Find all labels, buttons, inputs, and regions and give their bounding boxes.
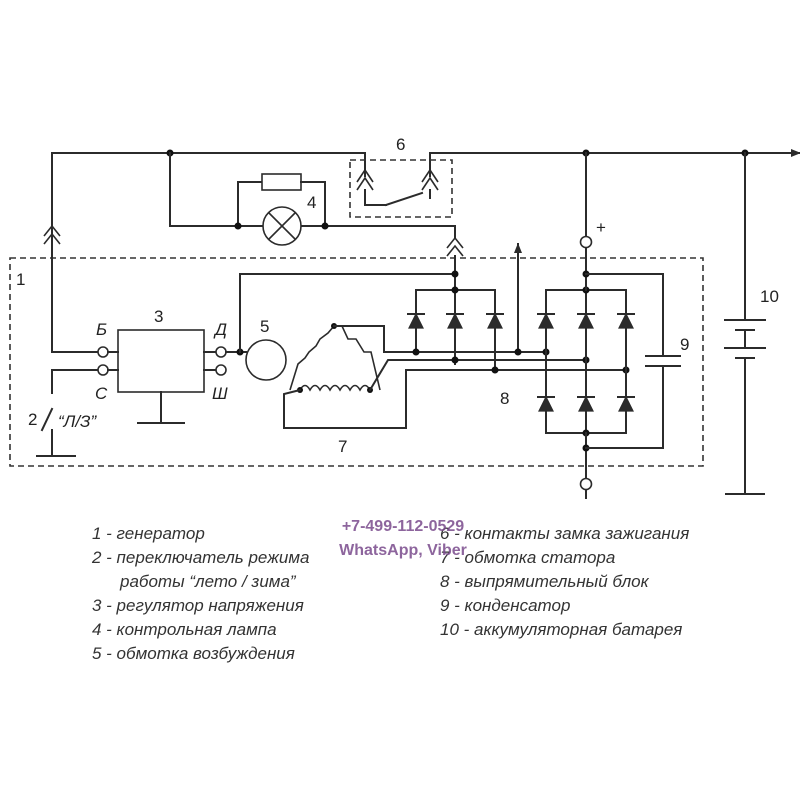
diagram-labels: 1 2 3 4 5 6 7 8 9 10 Б С Д Ш “Л/З” + xyxy=(16,135,779,456)
legend-left: 1 - генератор 2 - переключатель режима р… xyxy=(92,522,309,666)
control-lamp-circuit xyxy=(169,152,464,257)
legend-item: 1 - генератор xyxy=(92,524,205,543)
ignition-switch-contacts xyxy=(349,159,453,218)
legend-item: 8 - выпрямительный блок xyxy=(440,572,649,591)
label-9: 9 xyxy=(680,335,689,354)
terminal-c-label: С xyxy=(95,384,108,403)
legend-item: 4 - контрольная лампа xyxy=(92,620,277,639)
legend-item: 6 - контакты замка зажигания xyxy=(440,524,690,543)
rectifier-block xyxy=(407,152,635,499)
label-4: 4 xyxy=(307,193,316,212)
top-bus xyxy=(51,149,800,245)
legend-item: 3 - регулятор напряжения xyxy=(92,596,304,615)
label-8: 8 xyxy=(500,389,509,408)
terminal-sh-label: Ш xyxy=(212,384,228,403)
label-6: 6 xyxy=(396,135,405,154)
left-connector xyxy=(43,224,61,245)
watermark: +7-499-112-0529 WhatsApp, Viber xyxy=(318,518,488,560)
label-10: 10 xyxy=(760,287,779,306)
battery xyxy=(724,152,766,495)
excitation-winding xyxy=(236,273,456,381)
legend-item: 10 - аккумуляторная батарея xyxy=(440,620,683,639)
label-2: 2 xyxy=(28,410,37,429)
label-1: 1 xyxy=(16,270,25,289)
watermark-apps: WhatsApp, Viber xyxy=(339,542,467,559)
stator-winding xyxy=(283,323,630,429)
terminal-b-label: Б xyxy=(96,320,107,339)
label-5: 5 xyxy=(260,317,269,336)
mode-switch xyxy=(36,369,76,457)
terminal-d-label: Д xyxy=(213,320,227,339)
plus-sign: + xyxy=(596,218,606,237)
legend-item: 5 - обмотка возбуждения xyxy=(92,644,295,663)
legend-item: 7 - обмотка статора xyxy=(440,548,616,567)
legend-item: 2 - переключатель режима xyxy=(92,548,310,567)
label-3: 3 xyxy=(154,307,163,326)
label-7: 7 xyxy=(338,437,347,456)
lamp-icon xyxy=(262,206,302,246)
resistor-icon xyxy=(261,173,302,191)
capacitor xyxy=(585,273,681,449)
legend-right: 6 - контакты замка зажигания 7 - обмотка… xyxy=(440,522,689,642)
voltage-regulator xyxy=(51,243,247,424)
switch-mode-label: “Л/З” xyxy=(58,412,97,431)
watermark-phone: +7-499-112-0529 xyxy=(341,518,465,535)
legend-item: работы “лето / зима” xyxy=(120,572,296,591)
legend-item: 9 - конденсатор xyxy=(440,596,571,615)
